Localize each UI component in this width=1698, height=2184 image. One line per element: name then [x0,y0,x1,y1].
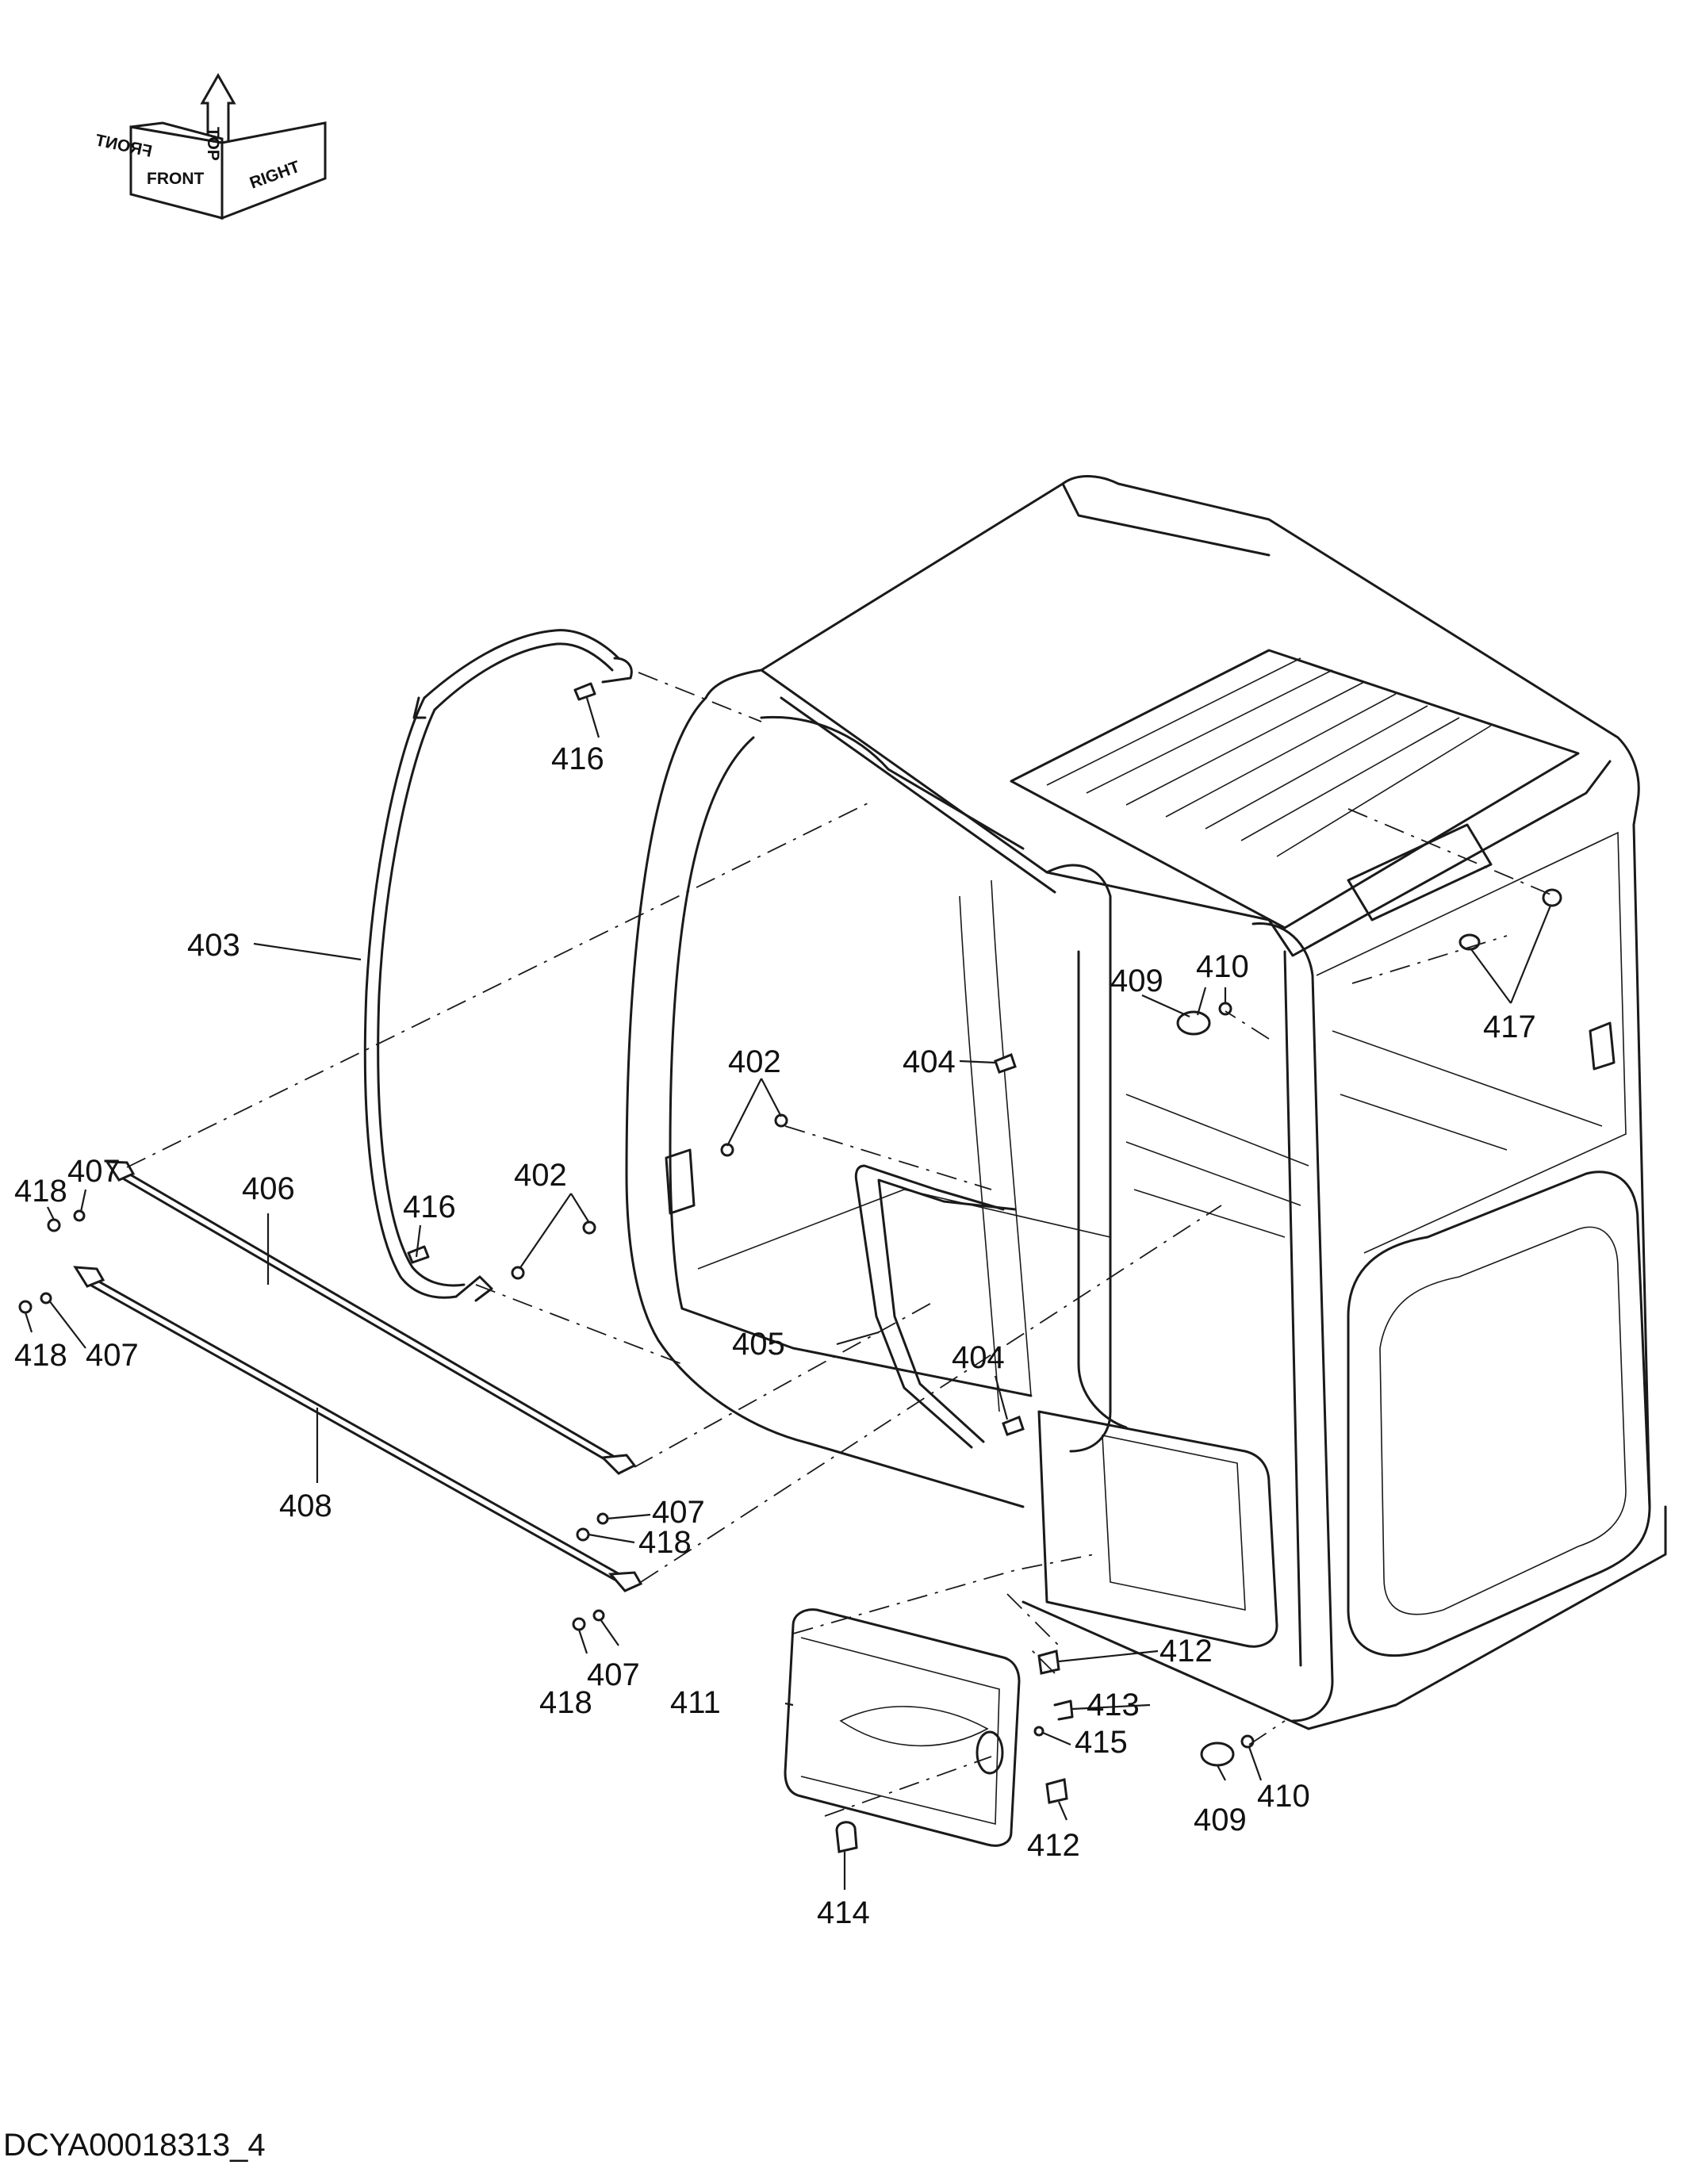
cab-body [625,475,1667,1730]
part-411-cover [784,1608,1021,1847]
assembly-lines [126,672,1555,1817]
callout-407-a: 407 [67,1154,121,1189]
callout-417: 417 [1483,1010,1536,1044]
callout-418-d: 418 [539,1685,592,1720]
callout-415: 415 [1075,1725,1128,1760]
part-408-rod [82,1271,628,1580]
callout-409-bottom: 409 [1194,1803,1247,1837]
callout-416-bottom: 416 [403,1190,456,1224]
callout-412-top: 412 [1159,1634,1213,1669]
top-label: TOP [204,127,222,161]
callout-418-c: 418 [638,1525,692,1560]
part-406-rod [113,1164,620,1461]
callout-409-top: 409 [1110,964,1163,998]
callout-418-a: 418 [14,1174,67,1209]
callout-405: 405 [732,1327,785,1362]
bolt-416-a [573,682,596,701]
part-403-top [423,629,620,699]
callout-404-lower: 404 [952,1340,1005,1375]
callout-406: 406 [242,1171,295,1206]
callout-402-lower: 402 [514,1158,567,1193]
callout-414: 414 [817,1895,870,1930]
bolt-416-b [407,1245,430,1264]
callout-403: 403 [187,928,240,963]
callout-408: 408 [279,1489,332,1523]
callout-402-upper: 402 [728,1044,781,1079]
callout-407-d: 407 [587,1657,640,1692]
callout-418-b: 418 [14,1338,67,1373]
orientation-compass: FRONT FRONT TOP RIGHT [94,72,327,220]
callout-404-upper: 404 [903,1044,956,1079]
callouts: 403 416 416 402 402 404 404 405 406 408 … [14,741,1536,1930]
drawing-id: DCYA00018313_4 [3,2128,266,2163]
callout-407-c: 407 [652,1495,705,1530]
front-label: FRONT [147,170,204,188]
leader-lines [24,697,1552,1890]
callout-411: 411 [670,1685,721,1720]
callout-410-bottom: 410 [1257,1779,1310,1814]
detached-parts [18,629,1616,1853]
callout-412-bottom: 412 [1027,1828,1080,1863]
callout-410-top: 410 [1196,949,1249,984]
callout-416-top: 416 [551,741,604,776]
right-face [220,121,327,220]
callout-413: 413 [1087,1688,1140,1722]
callout-407-b: 407 [86,1338,139,1373]
part-403-side [363,696,458,1299]
